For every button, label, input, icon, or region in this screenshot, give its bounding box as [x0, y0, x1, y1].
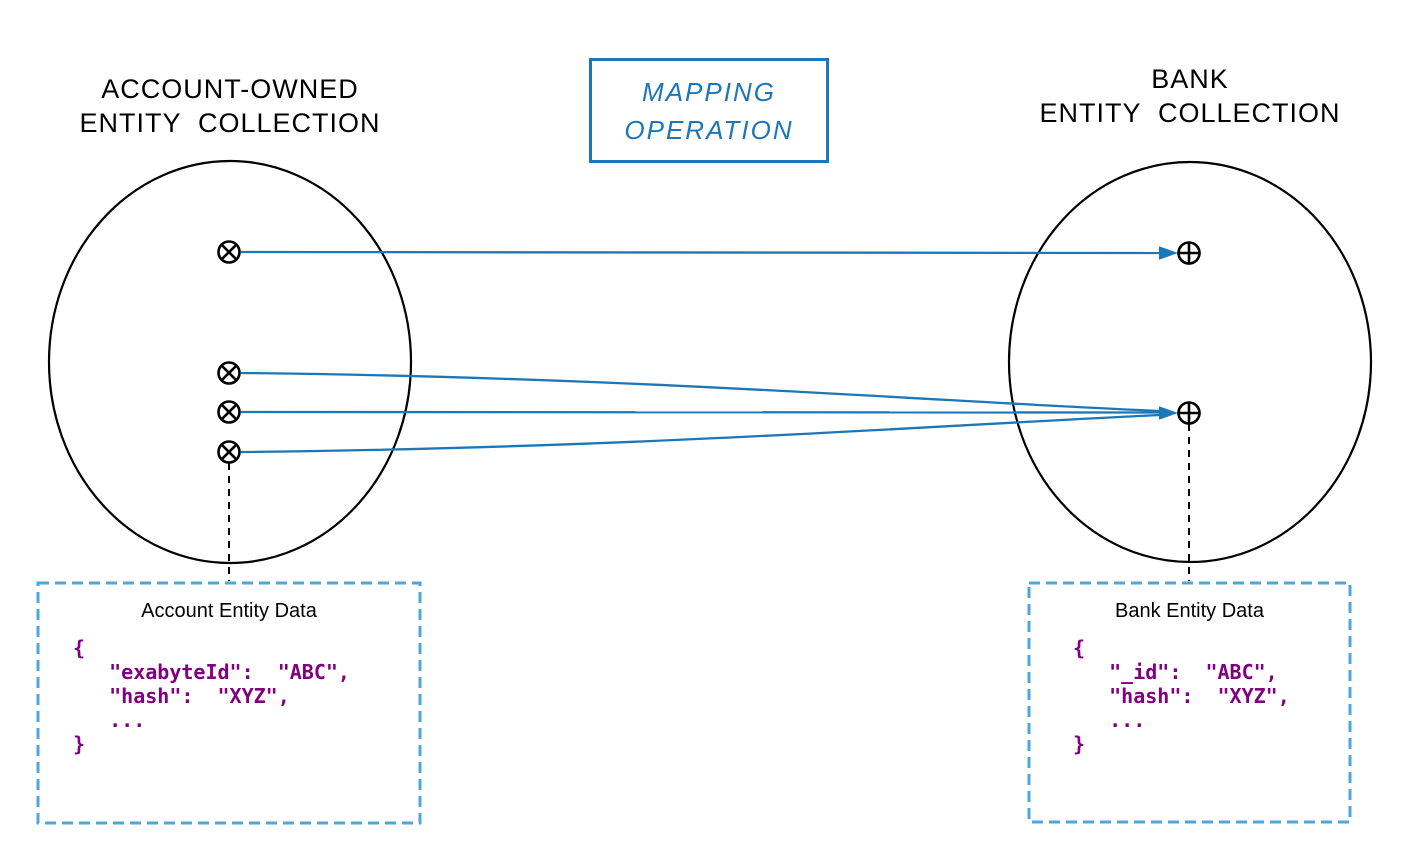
bank-entity-data-box: Bank Entity Data { "_id": "ABC", "hash":…: [1029, 583, 1350, 822]
right-collection-title: BANK ENTITY COLLECTION: [1039, 64, 1341, 128]
mapping-operation-label: MAPPING OPERATION: [624, 76, 794, 145]
mapping-arrows-converging: [240, 371, 1178, 454]
account-entity-data-title: Account Entity Data: [141, 600, 317, 622]
arrowhead: [1159, 406, 1178, 420]
mapping-arrow-curve-upper: [240, 371, 1161, 413]
mapping-operation-box: MAPPING OPERATION: [589, 58, 829, 163]
bank-entity-data-title: Bank Entity Data: [1115, 600, 1264, 622]
arrowhead: [1159, 246, 1178, 260]
account-entity-json-snippet: { "exabyteId": "ABC", "hash": "XYZ", ...…: [73, 636, 350, 756]
mapping-arrow-middle: [240, 410, 1161, 414]
target-entity-point-icon: [1177, 401, 1201, 425]
source-entity-point-icon: [217, 400, 241, 424]
source-entity-point-icon: [217, 240, 241, 264]
mapping-arrow-top: [240, 246, 1178, 260]
left-collection-ellipse: [47, 159, 413, 565]
account-entity-data-box: Account Entity Data { "exabyteId": "ABC"…: [38, 583, 420, 823]
left-collection-title: ACCOUNT-OWNED ENTITY COLLECTION: [79, 74, 381, 138]
source-entity-point-icon: [217, 361, 241, 385]
mapping-arrow-curve-lower: [240, 413, 1161, 454]
bank-entity-data-box-border: [1027, 581, 1352, 824]
right-collection-ellipse: [1007, 160, 1373, 564]
target-entity-point-icon: [1177, 241, 1201, 265]
bank-entity-json-snippet: { "_id": "ABC", "hash": "XYZ", ... }: [1073, 636, 1290, 756]
account-entity-data-box-border: [36, 581, 422, 825]
source-entity-point-icon: [217, 440, 241, 464]
